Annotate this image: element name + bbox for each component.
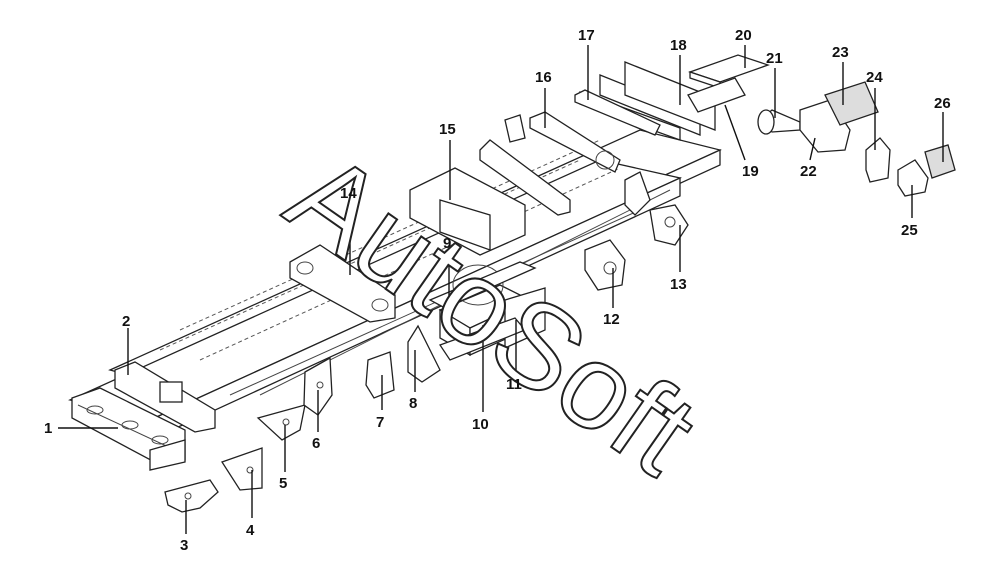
crossmember-15 (409, 167, 526, 256)
front-crossmember (71, 387, 186, 471)
callout-17: 17 (578, 27, 595, 44)
callout-23: 23 (832, 44, 849, 61)
callout-1: 1 (44, 420, 52, 437)
callout-21: 21 (766, 50, 783, 67)
rear-crossmembers (479, 89, 661, 216)
brackets-12-13 (584, 171, 689, 291)
leader-lines (58, 45, 944, 534)
callout-24: 24 (866, 69, 883, 86)
callout-6: 6 (312, 435, 320, 452)
small-brackets (164, 324, 441, 513)
crossmember-14 (289, 244, 396, 323)
crossmember-2 (114, 361, 216, 433)
callout-18: 18 (670, 37, 687, 54)
callout-2: 2 (122, 313, 130, 330)
callout-22: 22 (800, 163, 817, 180)
callout-19: 19 (742, 163, 759, 180)
callout-16: 16 (535, 69, 552, 86)
callout-20: 20 (735, 27, 752, 44)
callout-3: 3 (180, 537, 188, 554)
callout-15: 15 (439, 121, 456, 138)
callout-labels: 1 2 3 4 5 6 7 8 9 10 11 12 13 14 15 16 1… (44, 27, 951, 554)
callout-5: 5 (279, 475, 287, 492)
callout-12: 12 (603, 311, 620, 328)
callout-10: 10 (472, 416, 489, 433)
callout-14: 14 (340, 185, 357, 202)
callout-11: 11 (506, 376, 522, 393)
callout-26: 26 (934, 95, 951, 112)
battery-box (428, 261, 546, 361)
right-side-parts (687, 54, 956, 197)
callout-25: 25 (901, 222, 918, 239)
callout-4: 4 (246, 522, 255, 539)
callout-9: 9 (443, 235, 451, 252)
callout-8: 8 (409, 395, 417, 412)
callout-13: 13 (670, 276, 687, 293)
callout-7: 7 (376, 414, 384, 431)
